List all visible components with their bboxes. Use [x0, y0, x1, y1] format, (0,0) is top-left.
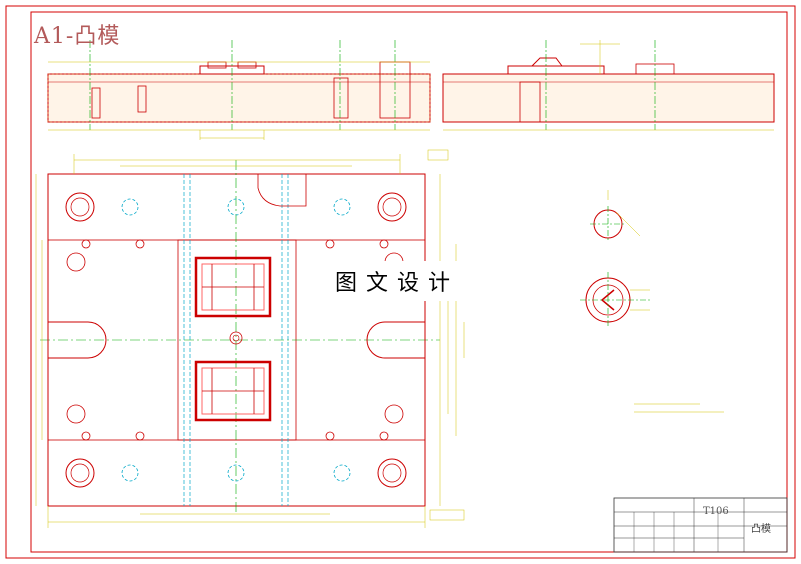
- inner-border: [30, 11, 788, 553]
- title-block: [613, 497, 788, 553]
- section-view-right: [442, 40, 775, 131]
- watermark: 图文设计: [318, 261, 476, 301]
- watermark-text: 图文设计: [334, 271, 459, 296]
- drawing-title: A1-凸模: [34, 24, 121, 49]
- detail-views: [580, 190, 724, 413]
- title-block-part-name: 凸模: [751, 524, 771, 535]
- outer-border: [5, 5, 796, 559]
- section-view-left: [47, 40, 431, 140]
- plan-view: [35, 149, 465, 528]
- title-block-code: T106: [703, 506, 729, 517]
